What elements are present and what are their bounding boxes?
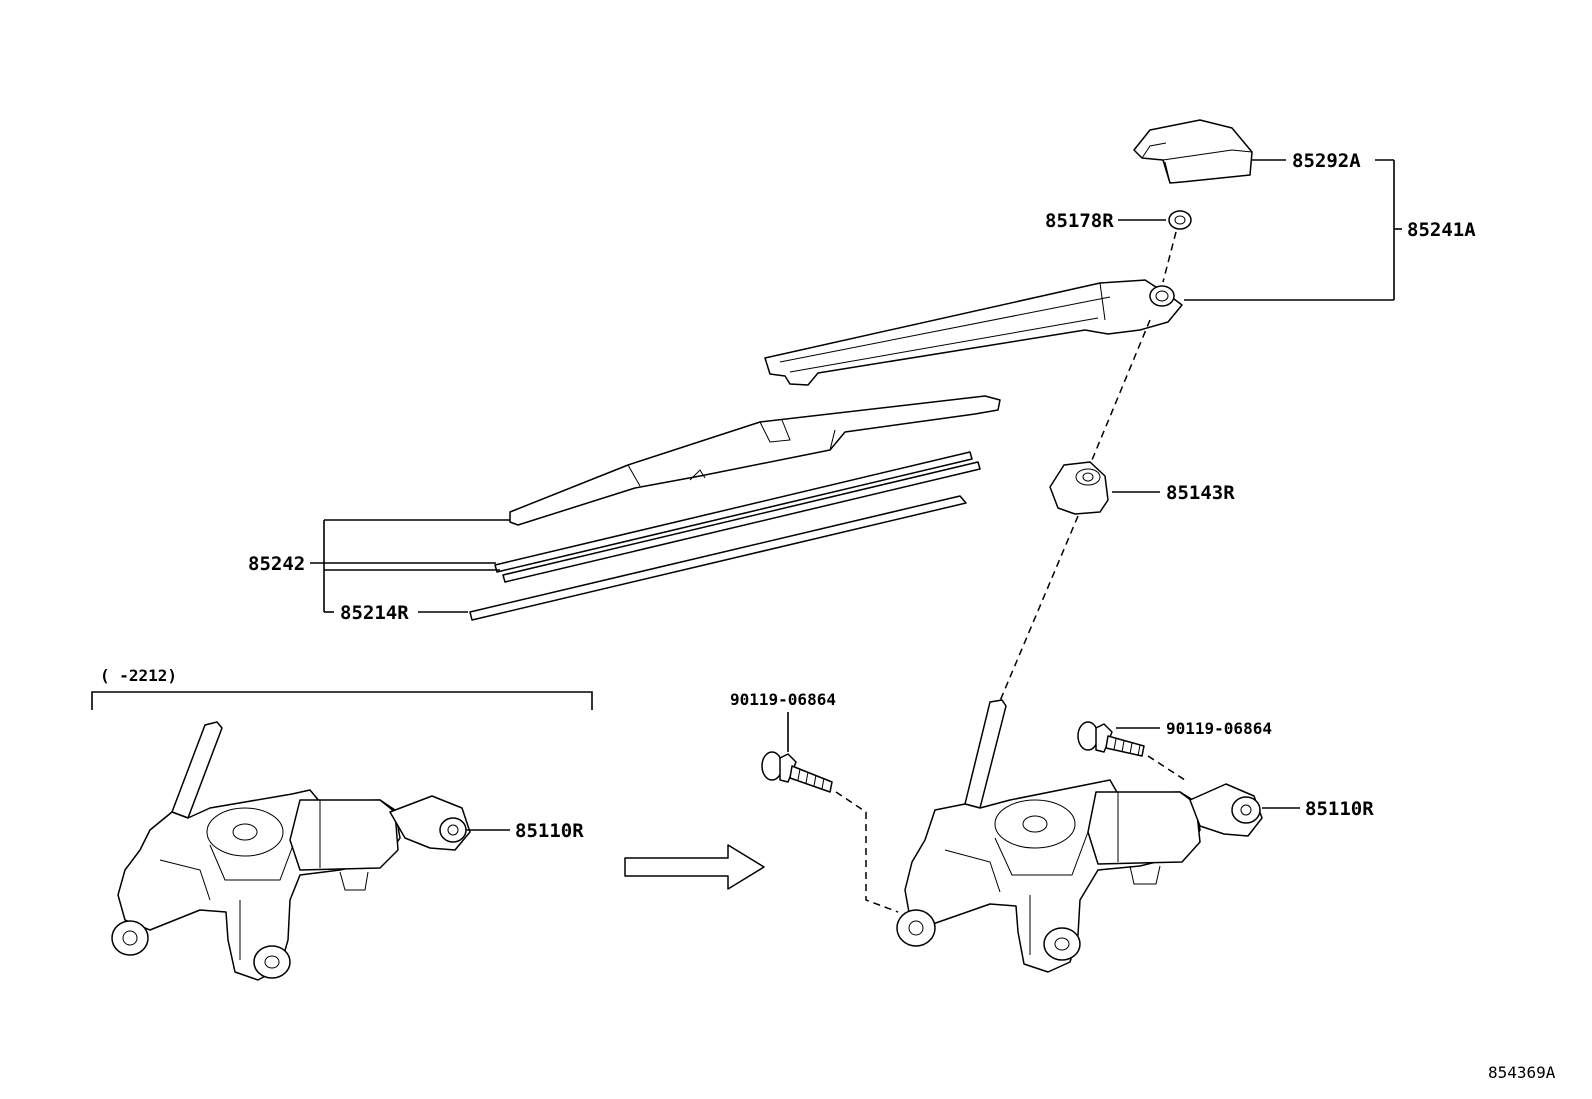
- label-bolt-right: 90119-06864: [1166, 719, 1272, 738]
- label-range: ( -2212): [100, 666, 177, 685]
- wiper-motor-new-part: [896, 699, 1263, 973]
- blade-rubber-lower-part: [469, 495, 967, 621]
- bolt-right-part: [1077, 721, 1145, 757]
- label-blade-rubber: 85214R: [340, 602, 409, 624]
- label-motor-old: 85110R: [515, 820, 584, 842]
- wiper-blade-part: [509, 395, 1001, 526]
- label-bolt-left: 90119-06864: [730, 690, 836, 709]
- arm-cover-part: [1133, 119, 1253, 184]
- label-blade: 85242: [248, 553, 305, 575]
- wiper-arm-part: [764, 279, 1183, 386]
- nut-part: [1168, 210, 1192, 230]
- bolt-left-part: [761, 751, 833, 793]
- label-arm-cover: 85292A: [1292, 150, 1361, 172]
- pivot-cap-part: [1049, 461, 1109, 515]
- label-pivot-cap: 85143R: [1166, 482, 1235, 504]
- wiper-motor-old-part: [111, 721, 471, 981]
- diagram-id: 854369A: [1488, 1063, 1556, 1082]
- label-nut: 85178R: [1045, 210, 1114, 232]
- label-arm-assembly: 85241A: [1407, 219, 1476, 241]
- right-arrow-icon: [624, 844, 765, 890]
- label-motor-new: 85110R: [1305, 798, 1374, 820]
- blade-rubber-upper-part: [494, 451, 981, 583]
